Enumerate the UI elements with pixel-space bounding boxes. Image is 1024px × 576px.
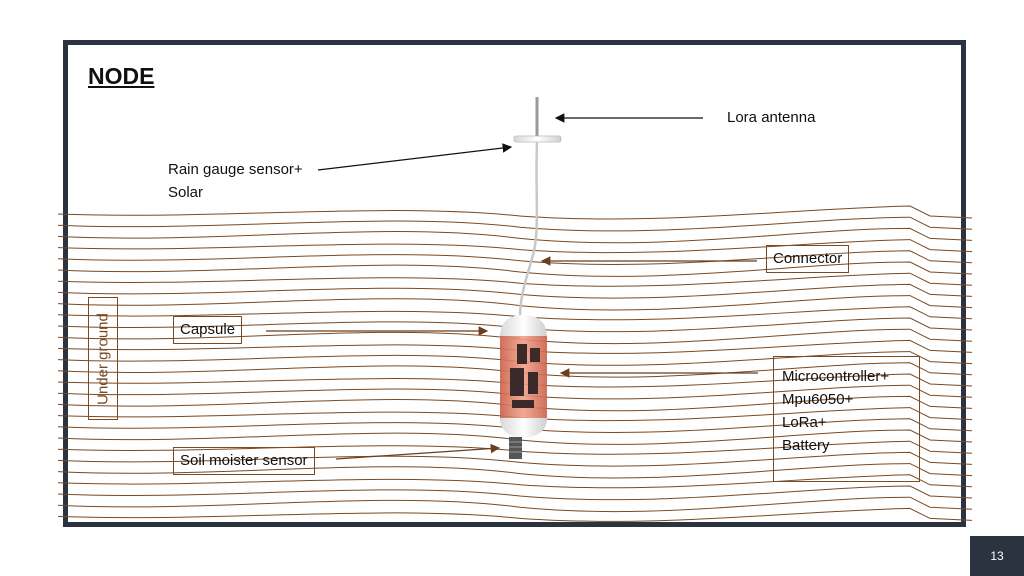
label-under-ground-box: Under ground <box>88 297 118 420</box>
soil-line <box>58 261 972 277</box>
soil-line <box>58 463 972 479</box>
soil-line <box>58 451 972 467</box>
slide-title: NODE <box>88 63 155 89</box>
label-micro-line: Battery <box>782 437 830 454</box>
soil-line <box>58 272 972 287</box>
soil-line <box>58 239 972 254</box>
label-micro-line: Microcontroller+ <box>782 368 890 385</box>
label-rain-gauge-line2: Solar <box>168 184 204 201</box>
label-rain-gauge-line1: Rain gauge sensor+ <box>168 161 303 178</box>
rain-gauge-plate <box>513 135 562 143</box>
soil-probe <box>509 437 522 459</box>
soil-line <box>58 496 972 513</box>
soil-line <box>58 507 972 522</box>
soil-line <box>58 295 972 311</box>
connector-cable <box>518 141 539 319</box>
soil-line <box>58 250 972 265</box>
label-micro-line: Mpu6050+ <box>782 391 854 408</box>
soil-line <box>58 227 972 244</box>
soil-line <box>58 474 972 489</box>
label-soil-sensor: Soil moister sensor <box>173 447 315 475</box>
label-capsule: Capsule <box>173 316 243 344</box>
soil-line <box>58 485 972 501</box>
page-number: 13 <box>970 536 1024 576</box>
soil-line <box>58 283 972 299</box>
soil-line <box>58 205 972 220</box>
soil-line <box>58 216 972 232</box>
label-lora-antenna: Lora antenna <box>727 109 816 126</box>
label-microcontroller-box: Microcontroller+ Mpu6050+ LoRa+ Battery <box>773 356 920 482</box>
label-connector: Connector <box>766 245 850 273</box>
label-under-ground: Under ground <box>94 312 112 405</box>
label-micro-line: LoRa+ <box>782 414 827 431</box>
arrow-soil-sensor <box>335 443 501 460</box>
arrow-rain-gauge <box>317 143 513 171</box>
capsule-device <box>500 315 547 459</box>
